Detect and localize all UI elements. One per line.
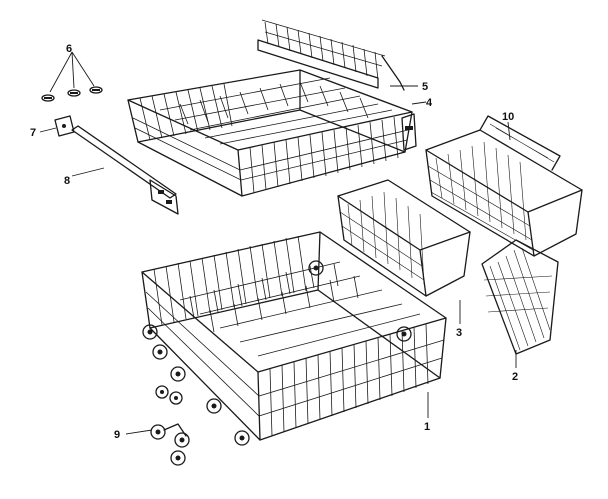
leader-lines <box>39 51 517 435</box>
rack-wheel <box>142 260 412 446</box>
callout-3: 3 <box>456 327 462 339</box>
bracket-part-7 <box>54 115 75 137</box>
callout-9: 9 <box>114 429 120 441</box>
silverware-basket-part-10 <box>425 115 583 257</box>
callout-4: 4 <box>426 97 433 109</box>
callout-7: 7 <box>30 127 36 139</box>
callout-10: 10 <box>502 111 514 123</box>
rail-part-8 <box>71 125 179 215</box>
basket-part-2 <box>481 239 559 355</box>
callout-1: 1 <box>424 421 430 433</box>
lower-rack-part-1 <box>141 231 447 446</box>
callout-6: 6 <box>66 43 72 55</box>
upper-rack <box>127 19 417 197</box>
wheel-assembly-part-9 <box>150 385 190 466</box>
basket-part-3 <box>337 179 471 297</box>
callout-5: 5 <box>422 81 428 93</box>
callout-8: 8 <box>64 175 70 187</box>
callout-2: 2 <box>512 371 518 383</box>
callout-labels: 6 7 8 5 4 10 3 2 1 9 <box>30 43 518 441</box>
clips-part-6 <box>41 86 103 102</box>
